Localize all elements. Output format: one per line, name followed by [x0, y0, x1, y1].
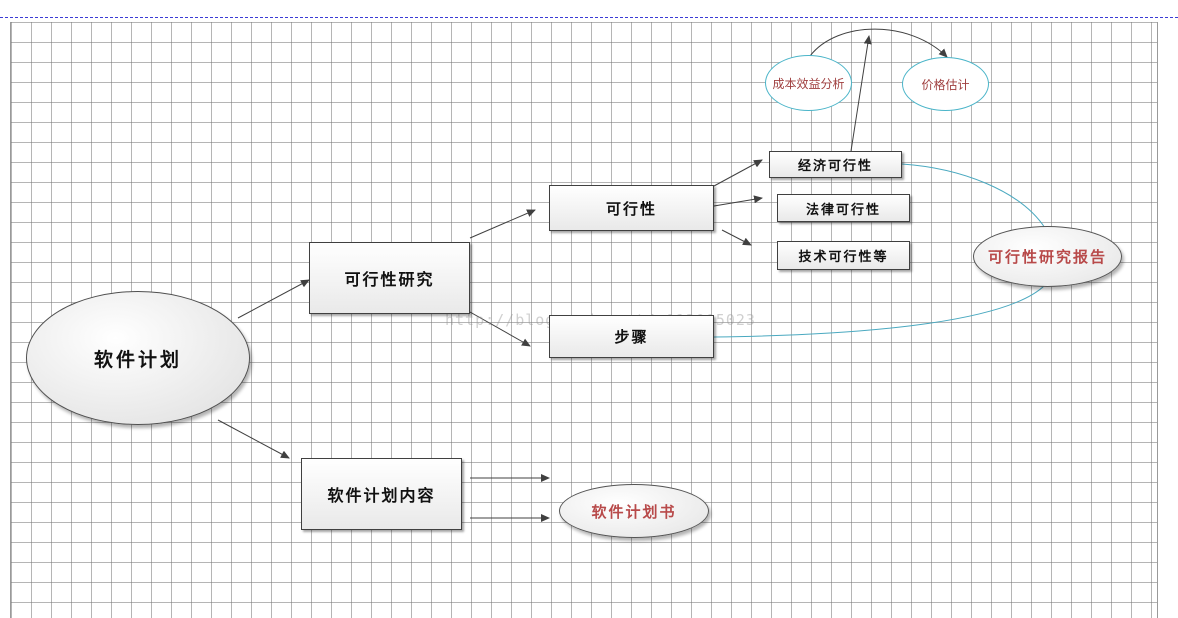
node-software-plan[interactable]: 软件计划 [26, 291, 250, 425]
node-plan-document[interactable]: 软件计划书 [559, 484, 709, 538]
curve-steps-to-report [713, 284, 1046, 338]
arrow-economic-up [850, 35, 872, 152]
node-steps[interactable]: 步骤 [549, 315, 714, 358]
node-legal-feasibility[interactable]: 法律可行性 [777, 194, 910, 222]
node-economic-feasibility[interactable]: 经济可行性 [769, 151, 902, 178]
arrow-root-to-feasibility-study [237, 279, 310, 319]
node-cost-benefit-analysis[interactable]: 成本效益分析 [765, 55, 852, 111]
node-plan-contents[interactable]: 软件计划内容 [301, 458, 462, 530]
top-border-line [0, 17, 1178, 18]
arrow-root-to-plan-contents [217, 419, 290, 459]
curve-economic-to-report [901, 163, 1046, 229]
node-feasibility-report[interactable]: 可行性研究报告 [973, 226, 1122, 287]
arrow-study-to-steps [469, 311, 531, 347]
arrow-cost-to-price [809, 28, 948, 58]
node-technical-feasibility[interactable]: 技术可行性等 [777, 241, 910, 270]
node-feasibility-study[interactable]: 可行性研究 [309, 242, 470, 314]
node-price-estimate[interactable]: 价格估计 [902, 57, 989, 111]
arrow-study-to-feasibility [469, 209, 536, 239]
arrow-feasibility-to-legal [713, 195, 763, 207]
arrow-feasibility-to-technical [721, 229, 752, 246]
arrow-feasibility-to-economic [713, 159, 763, 187]
node-feasibility[interactable]: 可行性 [549, 185, 714, 231]
